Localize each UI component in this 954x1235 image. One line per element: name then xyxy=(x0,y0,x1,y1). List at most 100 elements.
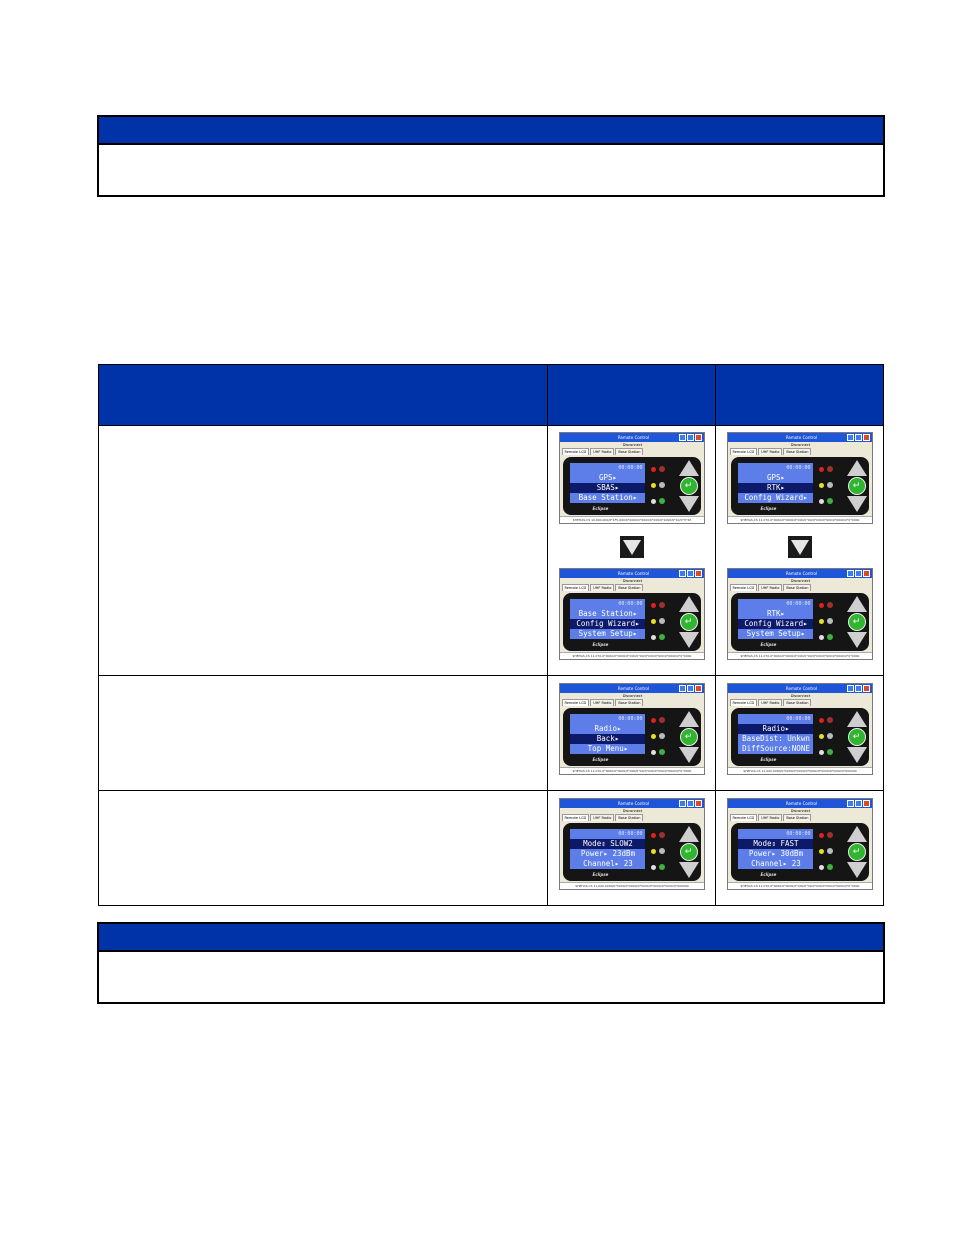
down-arrow-button[interactable] xyxy=(846,862,867,878)
tab-uhf-radio[interactable]: UHF Radio xyxy=(590,584,615,591)
status-symbol-icon xyxy=(826,749,833,755)
menu-item-disconnect[interactable]: Disconnect xyxy=(622,809,643,813)
enter-button[interactable]: ↵ xyxy=(847,843,866,861)
enter-button[interactable]: ↵ xyxy=(847,613,866,631)
tab-base-station[interactable]: Base Station xyxy=(783,699,812,706)
minimize-icon[interactable] xyxy=(678,570,686,577)
up-arrow-button[interactable] xyxy=(678,711,699,727)
header-cell-screen-b xyxy=(715,364,884,426)
maximize-icon[interactable] xyxy=(854,570,862,577)
tab-remote-lcd[interactable]: Remote LCD xyxy=(729,448,758,455)
menu-item-disconnect[interactable]: Disconnect xyxy=(790,443,811,447)
down-arrow-button[interactable] xyxy=(678,862,699,878)
enter-button[interactable]: ↵ xyxy=(679,613,698,631)
tab-base-station[interactable]: Base Station xyxy=(783,584,812,591)
brand-logo: Eclipse xyxy=(592,642,609,647)
minimize-icon[interactable] xyxy=(846,800,854,807)
tab-base-station[interactable]: Base Station xyxy=(783,448,812,455)
lcd-menu-line: SBAS▸ xyxy=(569,483,645,493)
up-arrow-button[interactable] xyxy=(678,826,699,842)
maximize-icon[interactable] xyxy=(686,570,694,577)
tab-uhf-radio[interactable]: UHF Radio xyxy=(590,448,615,455)
menu-item-disconnect[interactable]: Disconnect xyxy=(790,694,811,698)
tab-remote-lcd[interactable]: Remote LCD xyxy=(561,584,590,591)
maximize-icon[interactable] xyxy=(686,434,694,441)
up-arrow-button[interactable] xyxy=(846,460,867,476)
up-arrow-button[interactable] xyxy=(846,711,867,727)
tab-base-station[interactable]: Base Station xyxy=(615,699,644,706)
tab-remote-lcd[interactable]: Remote LCD xyxy=(729,699,758,706)
close-icon[interactable] xyxy=(862,800,870,807)
tab-uhf-radio[interactable]: UHF Radio xyxy=(758,448,783,455)
minimize-icon[interactable] xyxy=(678,434,686,441)
down-arrow-button[interactable] xyxy=(846,496,867,512)
minimize-icon[interactable] xyxy=(846,434,854,441)
status-led-icon xyxy=(650,483,656,488)
tab-uhf-radio[interactable]: UHF Radio xyxy=(758,814,783,821)
enter-button[interactable]: ↵ xyxy=(847,477,866,495)
status-led-icon xyxy=(650,865,656,870)
up-arrow-button[interactable] xyxy=(846,596,867,612)
enter-button[interactable]: ↵ xyxy=(679,728,698,746)
tab-base-station[interactable]: Base Station xyxy=(783,814,812,821)
tab-base-station[interactable]: Base Station xyxy=(615,448,644,455)
tab-uhf-radio[interactable]: UHF Radio xyxy=(590,699,615,706)
maximize-icon[interactable] xyxy=(854,800,862,807)
down-arrow-button[interactable] xyxy=(846,632,867,648)
up-arrow-button[interactable] xyxy=(846,826,867,842)
close-icon[interactable] xyxy=(694,434,702,441)
menu-item-disconnect[interactable]: Disconnect xyxy=(622,579,643,583)
tab-uhf-radio[interactable]: UHF Radio xyxy=(590,814,615,821)
tab-uhf-radio[interactable]: UHF Radio xyxy=(758,584,783,591)
close-icon[interactable] xyxy=(862,434,870,441)
menu-item-disconnect[interactable]: Disconnect xyxy=(790,809,811,813)
tab-remote-lcd[interactable]: Remote LCD xyxy=(561,699,590,706)
enter-button[interactable]: ↵ xyxy=(679,843,698,861)
maximize-icon[interactable] xyxy=(686,800,694,807)
maximize-icon[interactable] xyxy=(854,434,862,441)
up-arrow-button[interactable] xyxy=(678,596,699,612)
tab-uhf-radio[interactable]: UHF Radio xyxy=(758,699,783,706)
tab-remote-lcd[interactable]: Remote LCD xyxy=(729,814,758,821)
tab-remote-lcd[interactable]: Remote LCD xyxy=(729,584,758,591)
maximize-icon[interactable] xyxy=(854,685,862,692)
minimize-icon[interactable] xyxy=(846,685,854,692)
tab-base-station[interactable]: Base Station xyxy=(615,584,644,591)
status-symbol-icon xyxy=(826,482,833,488)
enter-button[interactable]: ↵ xyxy=(679,477,698,495)
status-symbol-icon xyxy=(826,634,833,640)
close-icon[interactable] xyxy=(694,570,702,577)
down-arrow-button[interactable] xyxy=(846,747,867,763)
maximize-icon[interactable] xyxy=(686,685,694,692)
minimize-icon[interactable] xyxy=(846,570,854,577)
minimize-icon[interactable] xyxy=(678,800,686,807)
tab-remote-lcd[interactable]: Remote LCD xyxy=(561,814,590,821)
tab-base-station[interactable]: Base Station xyxy=(615,814,644,821)
status-led-icon xyxy=(818,619,824,624)
close-icon[interactable] xyxy=(862,570,870,577)
down-arrow-button[interactable] xyxy=(678,496,699,512)
tab-remote-lcd[interactable]: Remote LCD xyxy=(561,448,590,455)
up-arrow-button[interactable] xyxy=(678,460,699,476)
down-arrow-button[interactable] xyxy=(678,747,699,763)
close-icon[interactable] xyxy=(862,685,870,692)
status-symbol-icon xyxy=(826,733,833,739)
enter-button[interactable]: ↵ xyxy=(847,728,866,746)
window-title-bar: Remote Control xyxy=(559,569,704,578)
status-led-icon xyxy=(818,483,824,488)
menu-item-disconnect[interactable]: Disconnect xyxy=(622,694,643,698)
down-arrow-button[interactable] xyxy=(678,632,699,648)
minimize-icon[interactable] xyxy=(678,685,686,692)
close-icon[interactable] xyxy=(694,800,702,807)
menu-item-disconnect[interactable]: Disconnect xyxy=(790,579,811,583)
menu-item-disconnect[interactable]: Disconnect xyxy=(622,443,643,447)
close-icon[interactable] xyxy=(694,685,702,692)
